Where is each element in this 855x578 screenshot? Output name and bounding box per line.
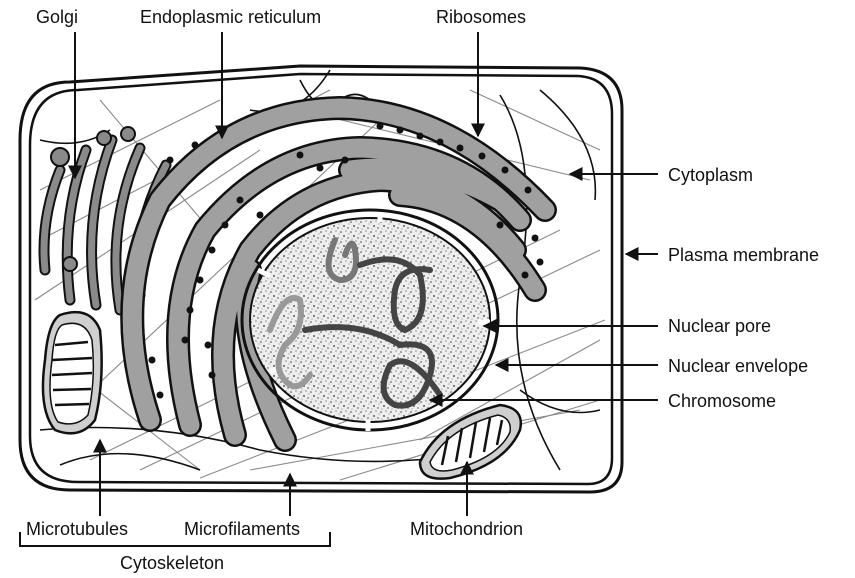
mitochondrion-left <box>43 312 102 433</box>
label-golgi: Golgi <box>36 8 78 26</box>
nuclear-envelope <box>242 210 498 430</box>
label-cytoplasm: Cytoplasm <box>668 166 753 184</box>
label-microtubules: Microtubules <box>26 520 128 538</box>
label-microfilaments: Microfilaments <box>184 520 300 538</box>
label-plasma-membrane: Plasma membrane <box>668 246 819 264</box>
label-chromosome: Chromosome <box>668 392 776 410</box>
label-nuclear-envelope: Nuclear envelope <box>668 357 808 375</box>
label-ribosomes: Ribosomes <box>436 8 526 26</box>
label-mitochondrion: Mitochondrion <box>410 520 523 538</box>
label-nuclear-pore: Nuclear pore <box>668 317 771 335</box>
label-cytoskeleton: Cytoskeleton <box>120 554 224 572</box>
label-endoplasmic-reticulum: Endoplasmic reticulum <box>140 8 321 26</box>
